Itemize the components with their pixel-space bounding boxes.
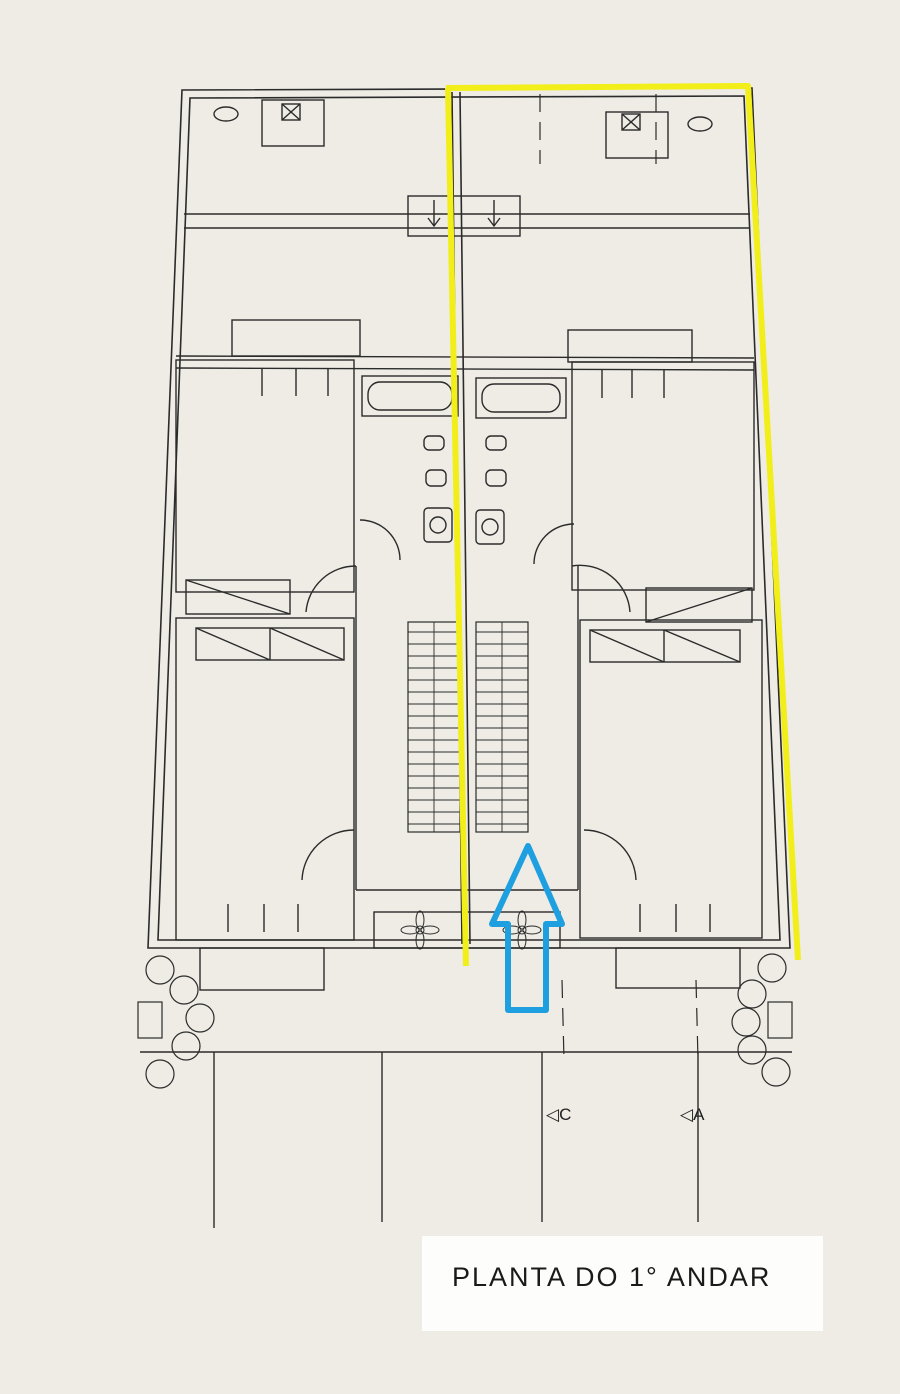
section-lines bbox=[539, 94, 699, 1061]
street-lines bbox=[140, 1051, 792, 1228]
section-mark-c: ◁C bbox=[546, 1105, 572, 1124]
arrow-up-icon bbox=[489, 843, 565, 1013]
highlight-outline bbox=[445, 83, 801, 967]
stair-steps bbox=[408, 622, 528, 832]
interior-walls bbox=[175, 319, 763, 991]
plan-label-box bbox=[422, 1236, 823, 1331]
section-mark-a: ◁A bbox=[680, 1105, 705, 1124]
plan-title: PLANTA DO 1° ANDAR bbox=[452, 1262, 772, 1292]
landscaping bbox=[137, 953, 793, 1089]
flower-icon bbox=[400, 910, 542, 950]
terrace-area bbox=[184, 99, 750, 237]
